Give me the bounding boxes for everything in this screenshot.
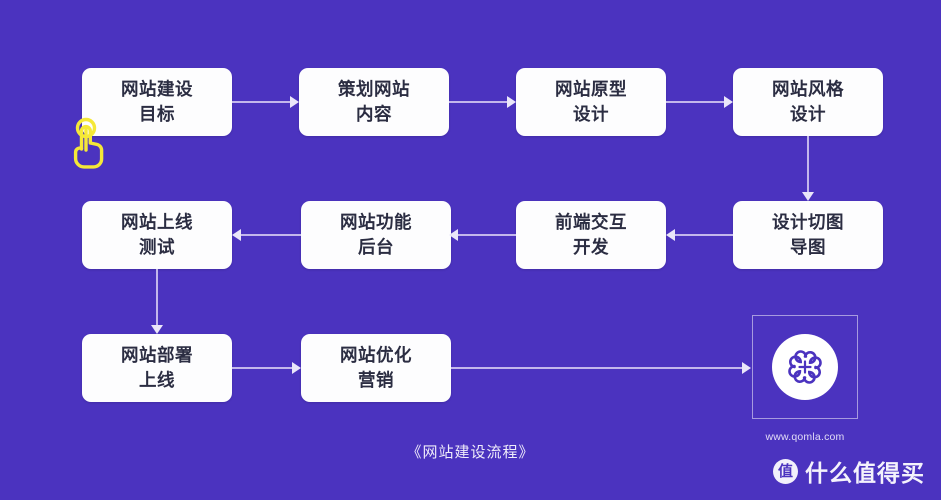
flow-node-plan-content[interactable]: 策划网站 内容 [299,68,449,136]
arrowhead-right-icon [507,96,516,108]
flow-node-style-design[interactable]: 网站风格 设计 [733,68,883,136]
flow-node-optimize-marketing[interactable]: 网站优化 营销 [301,334,451,402]
arrowhead-down-icon [151,325,163,334]
flow-node-label: 网站部署 上线 [121,345,193,390]
flow-node-label: 网站功能 后台 [340,212,412,257]
arrowhead-right-icon [290,96,299,108]
connector-n8-n9 [156,269,158,327]
flow-node-backend-features[interactable]: 网站功能 后台 [301,201,451,269]
logo-url-label: www.qomla.com [765,431,845,443]
flow-node-frontend-dev[interactable]: 前端交互 开发 [516,201,666,269]
flow-node-label: 设计切图 导图 [772,212,844,257]
arrowhead-left-icon [666,229,675,241]
watermark-badge-icon: 值 [773,458,798,484]
flow-node-label: 网站风格 设计 [772,79,844,124]
arrowhead-left-icon [232,229,241,241]
connector-n1-n2 [232,101,292,103]
tap-hand-cursor-icon [66,115,118,173]
connector-n3-n4 [666,101,726,103]
flow-node-label: 策划网站 内容 [338,79,410,124]
flow-node-slice-design[interactable]: 设计切图 导图 [733,201,883,269]
connector-n6-n7 [457,234,516,236]
arrowhead-down-icon [802,192,814,201]
flow-node-label: 网站上线 测试 [121,212,193,257]
flow-node-label: 网站建设 目标 [121,79,193,124]
flow-node-label: 网站优化 营销 [340,345,412,390]
arrowhead-right-icon [742,362,751,374]
watermark-text: 什么值得买 [805,460,925,486]
connector-n5-n6 [672,234,733,236]
flow-node-launch-testing[interactable]: 网站上线 测试 [82,201,232,269]
flow-node-label: 前端交互 开发 [555,212,627,257]
flow-node-website-goal[interactable]: 网站建设 目标 [82,68,232,136]
flow-node-deploy-online[interactable]: 网站部署 上线 [82,334,232,402]
connector-n10-logo [451,367,744,369]
connector-n2-n3 [449,101,509,103]
logo-panel[interactable] [752,315,858,419]
diagram-caption: 《网站建设流程》 [406,444,535,461]
qomla-clover-logo-icon [772,334,838,400]
flow-node-prototype-design[interactable]: 网站原型 设计 [516,68,666,136]
flow-node-label: 网站原型 设计 [555,79,627,124]
connector-n9-n10 [232,367,294,369]
arrowhead-right-icon [292,362,301,374]
arrowhead-left-icon [449,229,458,241]
connector-n4-n5 [807,136,809,194]
arrowhead-right-icon [724,96,733,108]
watermark: 值 什么值得买 [773,454,925,488]
connector-n7-n8 [239,234,301,236]
